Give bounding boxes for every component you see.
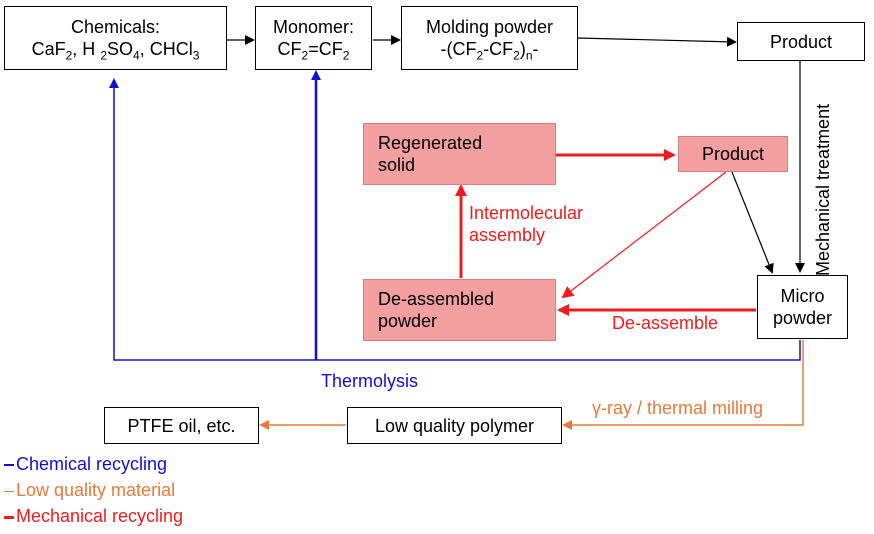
node-monomer: Monomer: CF2=CF2 — [255, 6, 372, 70]
legend-dash-red — [4, 515, 14, 519]
node-deassembled-powder: De-assembled powder — [363, 279, 556, 341]
node-micro-line2: powder — [772, 308, 833, 328]
node-deassembled-line1: De-assembled — [378, 289, 495, 309]
legend-mechanical-label: Mechanical recycling — [16, 506, 184, 526]
node-molding-formula: -(CF2-CF2)n- — [440, 39, 539, 63]
node-molding-powder: Molding powder -(CF2-CF2)n- — [401, 6, 578, 70]
legend-mechanical-recycling: Mechanical recycling — [4, 505, 183, 527]
node-product-mid-label: Product — [701, 144, 765, 164]
node-monomer-title: Monomer: — [272, 17, 355, 37]
node-regenerated-line1: Regenerated — [378, 133, 483, 153]
legend-dash-orange — [4, 490, 14, 492]
node-low-quality-label: Low quality polymer — [374, 415, 535, 436]
label-thermolysis: Thermolysis — [321, 371, 419, 391]
arrow-molding-product — [577, 36, 737, 47]
label-de-assemble: De-assemble — [612, 313, 719, 333]
node-ptfe-oil: PTFE oil, etc. — [104, 407, 259, 444]
label-intermolecular-assembly: Intermolecular assembly — [469, 202, 583, 246]
legend-low-quality-material: Low quality material — [4, 479, 175, 501]
node-chemicals-title: Chemicals: — [70, 17, 161, 37]
node-chemicals: Chemicals: CaF2, H 2SO4, CHCl3 — [4, 6, 227, 70]
node-molding-title: Molding powder — [425, 17, 554, 37]
node-chemicals-formula: CaF2, H 2SO4, CHCl3 — [31, 39, 200, 63]
node-monomer-formula: CF2=CF2 — [277, 39, 350, 63]
node-regenerated-line2: solid — [378, 155, 416, 175]
node-deassembled-line2: powder — [378, 311, 438, 331]
label-mechanical-treatment: Mechanical treatment — [813, 103, 833, 276]
node-product-top-label: Product — [769, 31, 833, 52]
node-low-quality-polymer: Low quality polymer — [347, 407, 562, 444]
node-micro-line1: Micro — [780, 286, 825, 306]
label-intermolecular-line2: assembly — [469, 225, 546, 245]
legend-chemical-recycling: Chemical recycling — [4, 453, 167, 475]
node-product-mid: Product — [678, 136, 788, 172]
label-intermolecular-line1: Intermolecular — [469, 203, 584, 223]
node-micro-powder: Micro powder — [757, 275, 848, 339]
arrow-productmid-micro — [731, 171, 774, 274]
node-regenerated-solid: Regenerated solid — [363, 123, 556, 185]
node-product-top: Product — [737, 22, 865, 61]
line-gamma — [562, 340, 804, 430]
legend-dash-blue — [4, 464, 14, 467]
node-ptfe-oil-label: PTFE oil, etc. — [127, 415, 236, 436]
legend-low-quality-label: Low quality material — [16, 480, 176, 500]
legend-chemical-label: Chemical recycling — [16, 454, 168, 474]
line-thermolysis — [109, 78, 801, 361]
arrow-productmid-deassembled — [561, 171, 727, 299]
label-gamma-ray: γ-ray / thermal milling — [592, 398, 764, 418]
